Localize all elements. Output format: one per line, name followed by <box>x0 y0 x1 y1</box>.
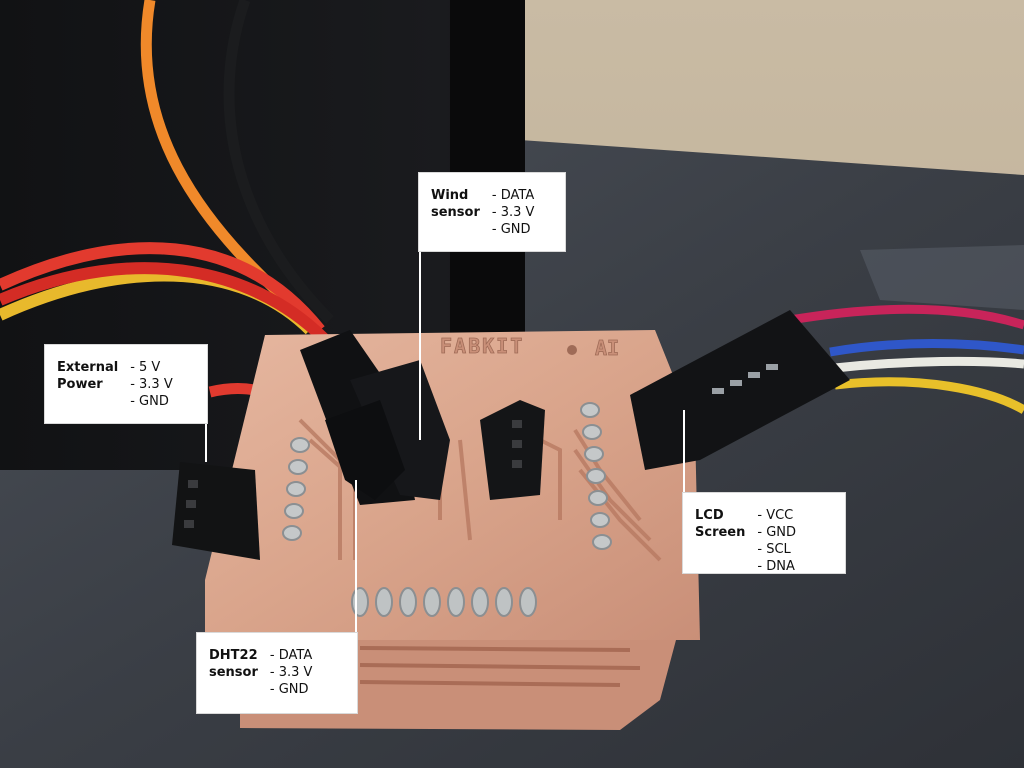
center-connector-3 <box>325 400 405 500</box>
magenta-wire <box>789 304 1024 330</box>
lcd-connector-pins <box>712 364 778 394</box>
pin-label: GND <box>270 681 313 698</box>
pin-label: GND <box>757 524 796 541</box>
left-pads <box>282 437 310 541</box>
wind-sensor-pin-list: DATA 3.3 V GND <box>492 187 535 238</box>
pin-label: DATA <box>492 187 535 204</box>
middle-header <box>480 400 545 500</box>
black-wire <box>223 0 334 324</box>
pin-label: 3.3 V <box>130 376 173 393</box>
pin-label: 5 V <box>130 359 173 376</box>
dht22-sensor-pin-list: DATA 3.3 V GND <box>270 647 313 698</box>
external-power-callout: External Power 5 V 3.3 V GND <box>44 344 208 424</box>
yellow-wire-right <box>834 377 1024 414</box>
center-connector-2 <box>350 360 450 500</box>
pin-label: DATA <box>270 647 313 664</box>
lcd-screen-callout: LCD Screen VCC GND SCL DNA <box>682 492 846 574</box>
silkscreen-dot <box>567 345 577 355</box>
table-highlight <box>860 245 1024 310</box>
pin-label: SCL <box>757 541 796 558</box>
external-power-title: External Power <box>57 360 119 392</box>
pin-label: 3.3 V <box>492 204 535 221</box>
left-header-slots <box>184 480 198 528</box>
dht22-sensor-title: DHT22 sensor <box>209 648 258 680</box>
pin-label: GND <box>130 393 173 410</box>
pin-label: GND <box>492 221 535 238</box>
lcd-screen-title: LCD Screen <box>695 508 746 540</box>
board-suffix: AI <box>595 336 619 360</box>
middle-header-slots <box>512 420 522 468</box>
blue-wire <box>829 339 1024 357</box>
red-wire-2 <box>0 262 335 350</box>
pin-label: VCC <box>757 507 796 524</box>
white-wire <box>834 356 1024 373</box>
external-power-pin-list: 5 V 3.3 V GND <box>130 359 173 410</box>
red-wire-1 <box>0 242 325 334</box>
board-silkscreen: FABKIT <box>440 334 524 358</box>
right-pads <box>580 402 612 550</box>
lcd-screen-pin-list: VCC GND SCL DNA <box>757 507 796 575</box>
lower-board-traces <box>359 646 641 687</box>
pin-label: DNA <box>757 558 796 575</box>
dht22-sensor-callout: DHT22 sensor DATA 3.3 V GND <box>196 632 358 714</box>
wind-sensor-callout: Wind sensor DATA 3.3 V GND <box>418 172 566 252</box>
wind-sensor-title: Wind sensor <box>431 188 480 220</box>
pin-label: 3.3 V <box>270 664 313 681</box>
